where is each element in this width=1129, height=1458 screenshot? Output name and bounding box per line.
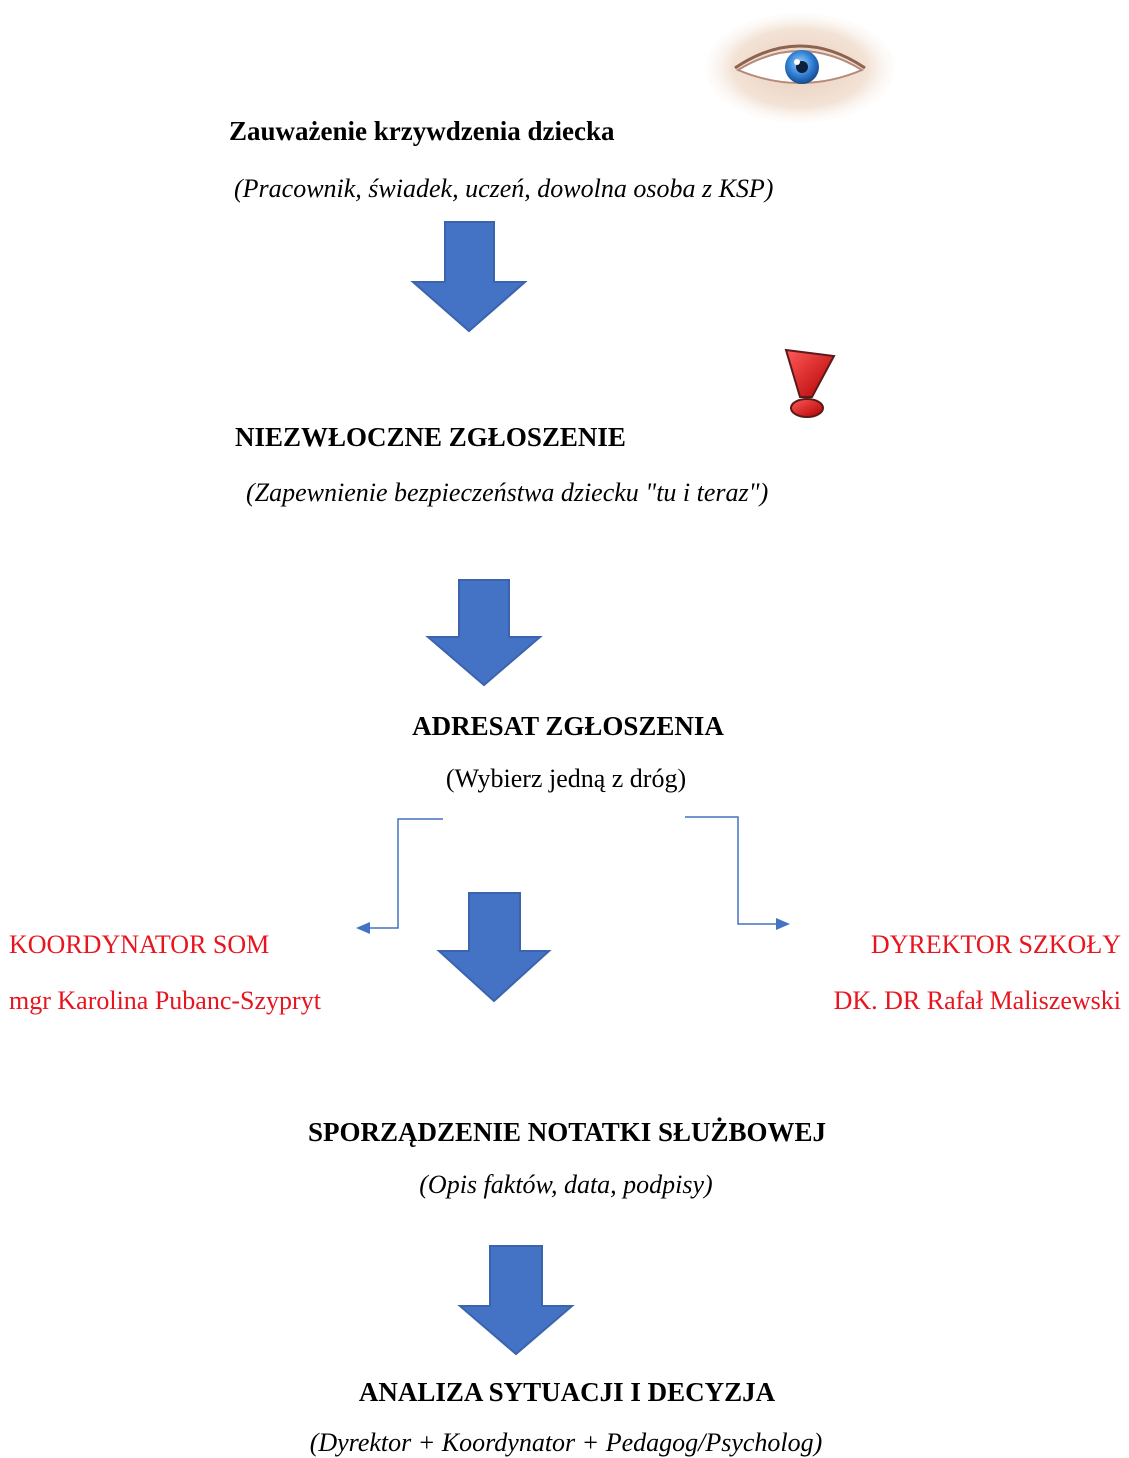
step3-title: ADRESAT ZGŁOSZENIA (412, 711, 724, 741)
step2-title: NIEZWŁOCZNE ZGŁOSZENIE (235, 422, 626, 452)
step1-subtitle: (Pracownik, świadek, uczeń, dowolna osob… (234, 174, 774, 203)
branch-left-role: KOORDYNATOR SOM (9, 930, 270, 959)
branch-left-connector (356, 818, 443, 934)
branch-right-connector (685, 816, 790, 930)
step5-subtitle: (Dyrektor + Koordynator + Pedagog/Psycho… (309, 1428, 823, 1457)
step5-title: ANALIZA SYTUACJI I DECYZJA (358, 1377, 776, 1407)
branch-right-name: DK. DR Rafał Maliszewski (833, 986, 1121, 1015)
step4-title: SPORZĄDZENIE NOTATKI SŁUŻBOWEJ (307, 1117, 827, 1147)
step2-subtitle: (Zapewnienie bezpieczeństwa dziecku "tu … (246, 478, 769, 507)
step3-subtitle: (Wybierz jedną z dróg) (445, 764, 687, 793)
branch-left-name: mgr Karolina Pubanc-Szypryt (9, 986, 321, 1015)
step4-subtitle: (Opis faktów, data, podpisy) (419, 1170, 713, 1199)
branch-right-role: DYREKTOR SZKOŁY (870, 930, 1121, 959)
step1-title: Zauważenie krzywdzenia dziecka (229, 116, 615, 146)
